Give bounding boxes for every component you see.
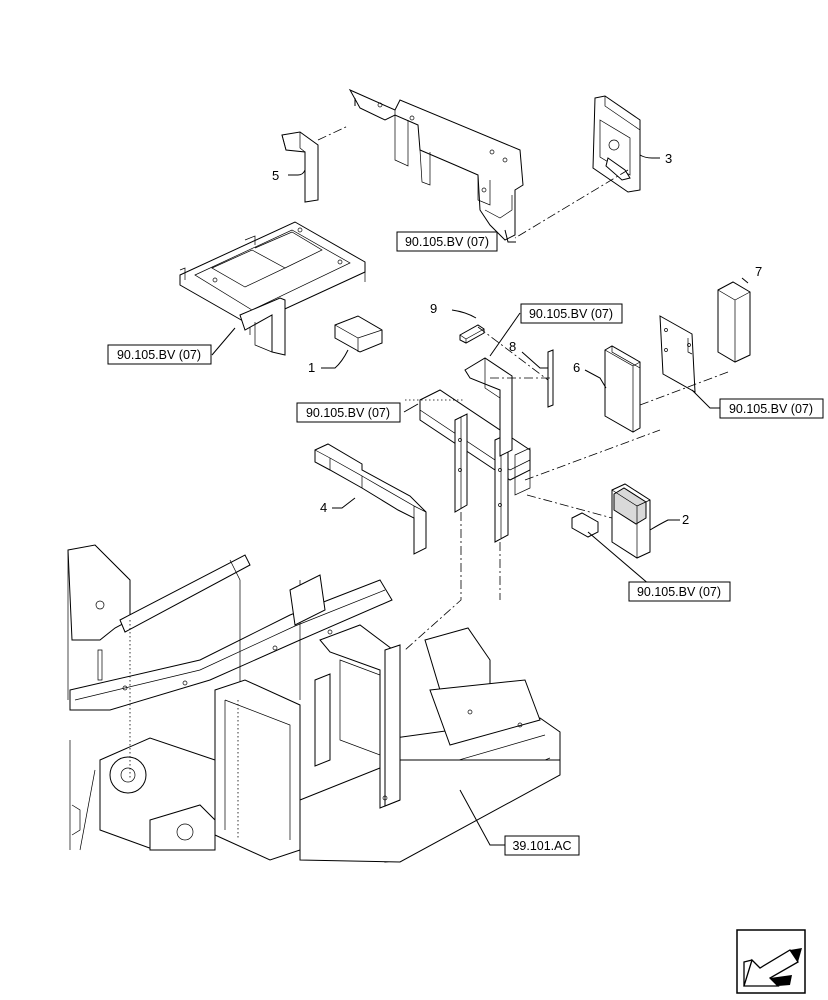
ref-bottom-right[interactable]: 90.105.BV (07) [628,581,731,602]
svg-text:39.101.AC: 39.101.AC [512,839,571,853]
ref-left[interactable]: 90.105.BV (07) [107,344,212,365]
svg-text:90.105.BV (07): 90.105.BV (07) [529,307,613,321]
part-1-block [334,315,383,353]
upright-frame [419,357,531,543]
assembly-lines [129,125,729,840]
leader-lines [211,154,749,846]
svg-text:90.105.BV (07): 90.105.BV (07) [117,348,201,362]
part-4-pad [314,443,427,555]
svg-text:90.105.BV (07): 90.105.BV (07) [306,406,390,420]
part-6-panel [604,345,641,433]
thin-plate-right [659,315,696,393]
part-5-angle-block [281,131,319,203]
callout-8: 8 [509,339,516,354]
part-3-plate [592,95,641,193]
next-page-arrow-icon[interactable] [736,929,806,994]
small-bracket [571,512,599,538]
part-2-panel [611,483,651,559]
ref-mid-left[interactable]: 90.105.BV (07) [296,402,401,423]
callout-numbers: 5 3 1 9 8 6 7 4 2 [272,151,762,527]
ref-top[interactable]: 90.105.BV (07) [396,231,498,252]
callout-7: 7 [755,264,762,279]
svg-text:90.105.BV (07): 90.105.BV (07) [637,585,721,599]
upper-bracket-assembly [348,88,524,241]
callout-5: 5 [272,168,279,183]
ref-chassis[interactable]: 39.101.AC [504,835,580,856]
ref-right[interactable]: 90.105.BV (07) [719,398,824,419]
part-8-strip [547,349,554,408]
callout-6: 6 [573,360,580,375]
main-chassis [67,544,561,863]
part-7-panel [717,281,751,363]
platform-frame [179,221,366,356]
callout-4: 4 [320,500,327,515]
callout-9: 9 [430,301,437,316]
svg-text:90.105.BV (07): 90.105.BV (07) [405,235,489,249]
ref-mid-top[interactable]: 90.105.BV (07) [520,303,623,324]
callout-3: 3 [665,151,672,166]
callout-2: 2 [682,512,689,527]
callout-1: 1 [308,360,315,375]
part-9-pin [459,324,485,344]
svg-text:90.105.BV (07): 90.105.BV (07) [729,402,813,416]
